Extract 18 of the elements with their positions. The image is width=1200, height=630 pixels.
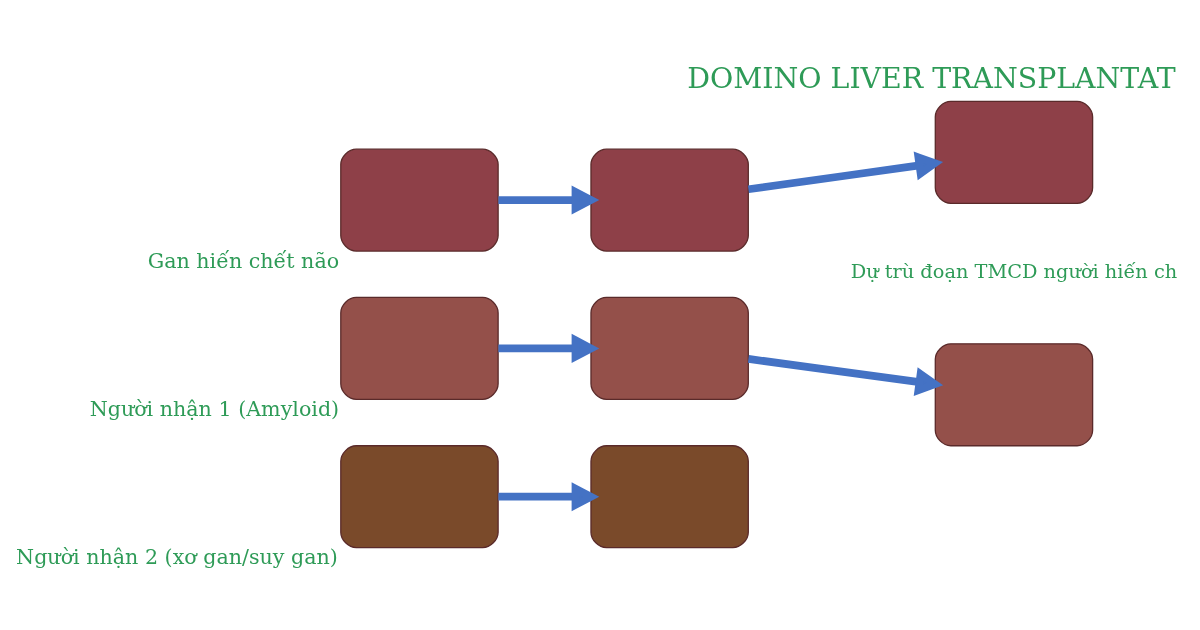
node-box — [590, 296, 749, 400]
node-box — [590, 148, 749, 252]
arrow — [498, 333, 600, 363]
node-box — [340, 444, 499, 548]
node-box — [934, 342, 1094, 446]
node-box — [340, 296, 499, 400]
node-box — [590, 444, 749, 548]
arrow — [498, 481, 600, 511]
node-label: Người nhận 1 (Amyloid) — [89, 396, 340, 421]
node-box — [934, 100, 1094, 204]
node-label: Người nhận 2 (xơ gan/suy gan) — [16, 544, 338, 569]
arrow — [747, 151, 944, 193]
arrow — [747, 354, 944, 396]
node-box — [340, 148, 499, 252]
node-label: Gan hiến chết não — [147, 248, 340, 273]
arrow — [498, 185, 600, 215]
label: Dự trù đoạn TMCD người hiến ch — [850, 259, 1178, 283]
diagram-title: DOMINO LIVER TRANSPLANTAT — [687, 61, 1176, 95]
